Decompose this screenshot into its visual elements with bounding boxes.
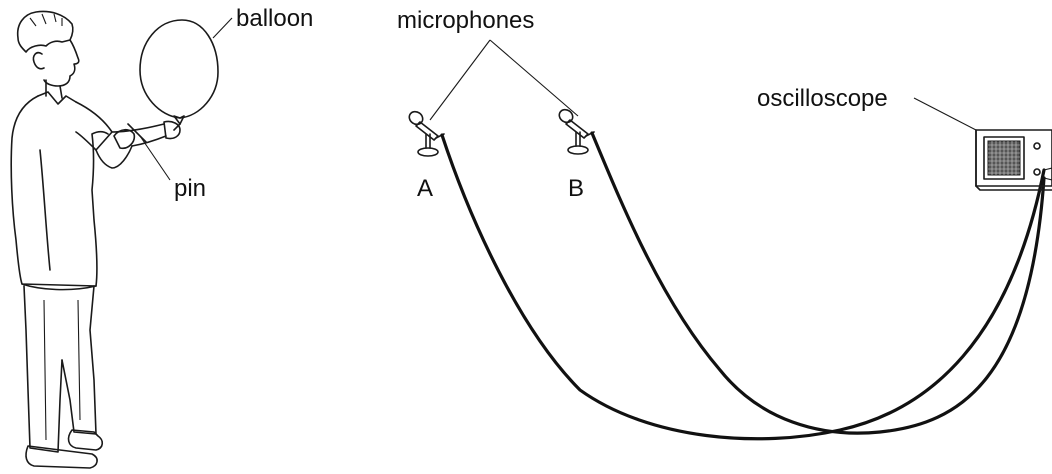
microphones-label: microphones [397,7,534,34]
mic-b-label: B [568,175,584,202]
pin-leader-line [139,135,171,181]
oscilloscope-label: oscilloscope [757,85,888,112]
mic-a-label: A [417,175,433,202]
balloon-label: balloon [236,5,313,32]
oscilloscope-icon [975,129,1052,191]
pin-label: pin [174,175,206,202]
microphones-leader-a [429,39,491,121]
cable-terminal-b [1043,177,1052,181]
cable-b [590,131,1046,435]
boy-figure-icon [10,10,181,469]
microphone-icon [408,110,445,157]
cable-terminal-a [1043,167,1052,171]
knob-icon [1033,142,1041,150]
microphones-leader-b [489,39,579,117]
balloon-leader-line [212,17,233,39]
oscilloscope-leader-line [913,97,977,131]
cable-a [440,133,1046,441]
balloon-icon [139,19,219,131]
pin-icon [127,123,147,143]
knob-icon [1033,168,1041,176]
